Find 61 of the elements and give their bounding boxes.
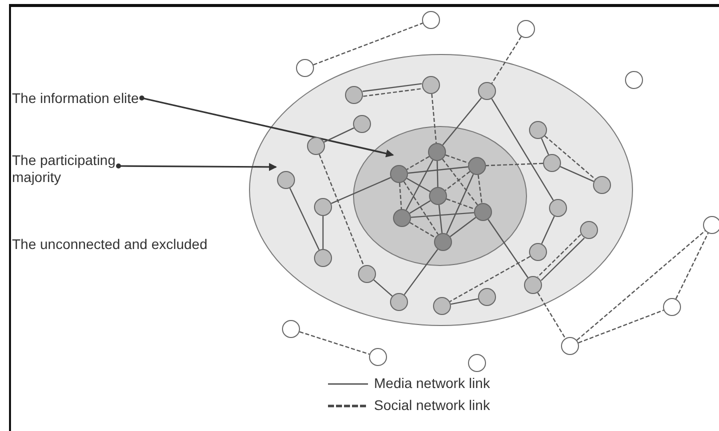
social-link-line <box>442 158 478 206</box>
social-link-line <box>478 174 482 204</box>
social-link-line <box>399 182 402 210</box>
leader-line <box>139 96 394 158</box>
social-link-line <box>363 88 422 97</box>
media-link-line <box>446 174 474 234</box>
leader-line <box>116 162 277 171</box>
social-link-line <box>491 36 522 84</box>
media-link-line <box>406 178 430 192</box>
media-link-line <box>322 216 324 249</box>
social-link-line <box>445 154 469 164</box>
media-link-line <box>409 200 431 214</box>
zone-label: The unconnected and excluded <box>12 236 208 253</box>
media-link-line <box>540 138 550 155</box>
media-link-line <box>331 177 391 204</box>
social-link-line <box>444 171 470 191</box>
social-link-line <box>313 22 423 66</box>
social-link-line <box>318 154 364 266</box>
social-link-line <box>446 198 475 210</box>
network-node <box>468 354 486 372</box>
social-link-line <box>578 310 664 344</box>
social-link-line <box>486 162 544 166</box>
media-link-line <box>410 212 474 218</box>
network-node <box>282 320 300 338</box>
social-link-line <box>537 292 566 339</box>
network-node <box>625 71 643 89</box>
social-link-line <box>544 135 596 180</box>
social-link-line <box>299 331 370 355</box>
zone-label: The information elite <box>12 90 238 107</box>
network-node <box>422 11 440 29</box>
media-link-line <box>450 298 478 305</box>
network-node <box>517 20 535 38</box>
network-node <box>663 298 681 316</box>
social-link-line <box>450 256 530 302</box>
media-link-line <box>450 216 476 238</box>
media-link-line <box>289 188 320 250</box>
media-link-line <box>408 166 468 174</box>
media-link-line <box>560 166 594 182</box>
media-link-line <box>491 98 554 201</box>
social-link-line <box>406 156 430 170</box>
media-link-line <box>438 204 443 234</box>
media-link-line <box>324 127 354 143</box>
media-link-line <box>362 83 422 92</box>
media-link-line <box>373 279 393 297</box>
media-link-line <box>488 219 528 278</box>
network-node <box>703 216 719 234</box>
media-link-line <box>406 160 434 210</box>
media-link-line <box>442 98 482 146</box>
social-link-line <box>403 181 439 235</box>
media-link-line <box>436 160 438 188</box>
legend-label: Social network link <box>374 397 490 414</box>
zone-label: The participating majority <box>12 152 162 186</box>
network-node <box>369 348 387 366</box>
network-node <box>561 337 579 355</box>
media-link-line <box>404 248 438 296</box>
legend-label: Media network link <box>374 375 490 392</box>
social-link-line <box>410 222 436 238</box>
social-link-line <box>576 230 706 341</box>
media-link-line <box>541 216 555 244</box>
social-link-line <box>675 232 709 300</box>
social-link-line <box>431 94 437 144</box>
